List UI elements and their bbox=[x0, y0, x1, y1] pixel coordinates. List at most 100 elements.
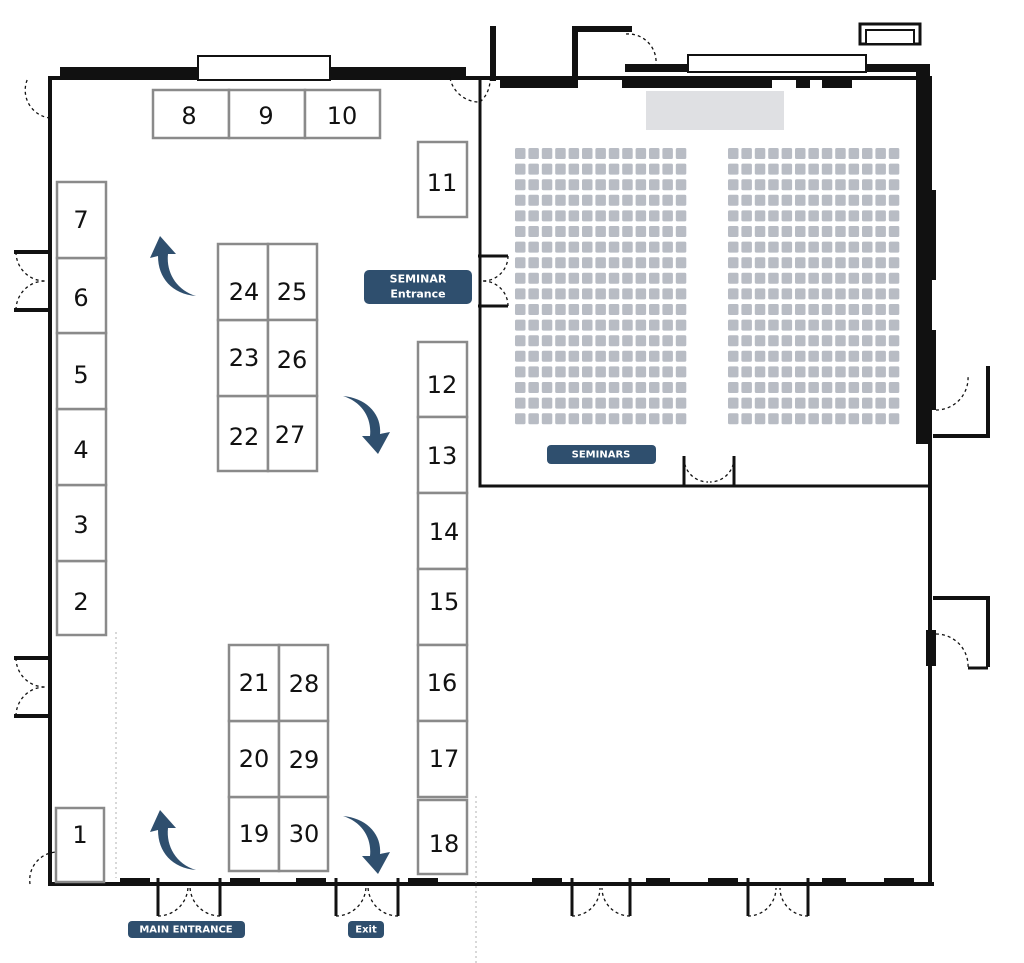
booth-18[interactable]: 18 bbox=[416, 798, 469, 876]
seat bbox=[555, 288, 566, 300]
seat bbox=[821, 319, 833, 331]
seat bbox=[808, 319, 819, 331]
seat bbox=[821, 148, 833, 159]
seat bbox=[821, 413, 833, 425]
seat bbox=[608, 335, 620, 347]
seat bbox=[875, 210, 886, 222]
seat bbox=[754, 241, 766, 253]
booth-4[interactable]: 4 bbox=[55, 407, 108, 487]
booth-14[interactable]: 14 bbox=[416, 491, 469, 571]
booth-21[interactable]: 21 bbox=[227, 643, 281, 723]
seat bbox=[888, 272, 900, 284]
seat bbox=[662, 241, 673, 253]
seat bbox=[781, 413, 793, 425]
seat bbox=[649, 226, 660, 237]
booth-20[interactable]: 20 bbox=[227, 719, 281, 799]
exit-label[interactable]: Exit bbox=[348, 921, 384, 938]
seat bbox=[528, 194, 539, 206]
seat bbox=[862, 226, 873, 237]
booth-27[interactable]: 27 bbox=[266, 394, 319, 473]
seat bbox=[821, 350, 833, 362]
seat bbox=[848, 350, 860, 362]
seat bbox=[568, 257, 580, 269]
booth-number: 13 bbox=[427, 442, 458, 470]
seat bbox=[835, 148, 846, 159]
seat bbox=[608, 413, 620, 425]
seat bbox=[795, 163, 806, 175]
booth-23[interactable]: 23 bbox=[216, 318, 270, 398]
booth-13[interactable]: 13 bbox=[416, 415, 469, 495]
seat bbox=[741, 350, 752, 362]
seat bbox=[888, 288, 900, 300]
main-entrance-label[interactable]: MAIN ENTRANCE bbox=[128, 921, 245, 938]
seat bbox=[741, 288, 752, 300]
booth-19[interactable]: 19 bbox=[227, 795, 281, 873]
seat bbox=[595, 179, 606, 191]
seat bbox=[848, 366, 860, 378]
booth-8[interactable]: 8 bbox=[151, 88, 231, 140]
seat bbox=[541, 179, 553, 191]
seat bbox=[888, 210, 900, 222]
booth-2[interactable]: 2 bbox=[55, 559, 108, 637]
booth-16[interactable]: 16 bbox=[416, 643, 469, 723]
seat bbox=[888, 413, 900, 425]
seat bbox=[595, 210, 606, 222]
booth-17[interactable]: 17 bbox=[416, 719, 469, 799]
seat bbox=[754, 350, 766, 362]
seat bbox=[728, 304, 739, 315]
booth-5[interactable]: 5 bbox=[55, 331, 108, 411]
booth-7[interactable]: 7 bbox=[55, 180, 108, 260]
booth-number: 28 bbox=[289, 670, 320, 698]
booth-3[interactable]: 3 bbox=[55, 483, 108, 563]
booth-24[interactable]: 24 bbox=[216, 242, 270, 322]
seat bbox=[515, 335, 526, 347]
seat bbox=[608, 210, 620, 222]
seat bbox=[541, 335, 553, 347]
booth-28[interactable]: 28 bbox=[277, 643, 330, 723]
seat bbox=[781, 179, 793, 191]
seat bbox=[515, 148, 526, 159]
seminar-entrance-label[interactable]: SEMINAR Entrance bbox=[364, 270, 472, 304]
booth-22[interactable]: 22 bbox=[216, 394, 270, 473]
seat bbox=[835, 304, 846, 315]
seat bbox=[555, 163, 566, 175]
seat bbox=[875, 382, 886, 393]
booth-29[interactable]: 29 bbox=[277, 719, 330, 799]
seminars-label: SEMINARS bbox=[547, 445, 656, 464]
seat bbox=[795, 319, 806, 331]
booth-12[interactable]: 12 bbox=[416, 340, 469, 419]
seat bbox=[768, 319, 779, 331]
seat bbox=[595, 335, 606, 347]
seat bbox=[635, 241, 647, 253]
seat bbox=[728, 257, 739, 269]
booth-15[interactable]: 15 bbox=[416, 567, 469, 647]
seat bbox=[888, 163, 900, 175]
seat bbox=[568, 241, 580, 253]
booth-9[interactable]: 9 bbox=[227, 88, 307, 140]
seat bbox=[768, 226, 779, 237]
booth-6[interactable]: 6 bbox=[55, 256, 108, 335]
seat bbox=[515, 241, 526, 253]
booth-1[interactable]: 1 bbox=[54, 806, 106, 884]
seat bbox=[848, 382, 860, 393]
booth-11[interactable]: 11 bbox=[416, 140, 469, 219]
seat bbox=[848, 257, 860, 269]
seat bbox=[675, 397, 687, 409]
seat bbox=[781, 397, 793, 409]
seat bbox=[649, 382, 660, 393]
seat bbox=[608, 304, 620, 315]
seat bbox=[888, 241, 900, 253]
booth-30[interactable]: 30 bbox=[277, 795, 330, 873]
booth-10[interactable]: 10 bbox=[303, 88, 382, 140]
seat bbox=[862, 194, 873, 206]
booth-25[interactable]: 25 bbox=[266, 242, 319, 322]
seat bbox=[862, 257, 873, 269]
seat bbox=[528, 163, 539, 175]
seat bbox=[835, 241, 846, 253]
seat bbox=[754, 163, 766, 175]
booth-26[interactable]: 26 bbox=[266, 318, 319, 398]
booth-number: 3 bbox=[73, 511, 88, 539]
seat bbox=[875, 241, 886, 253]
seat bbox=[608, 319, 620, 331]
seat bbox=[728, 226, 739, 237]
